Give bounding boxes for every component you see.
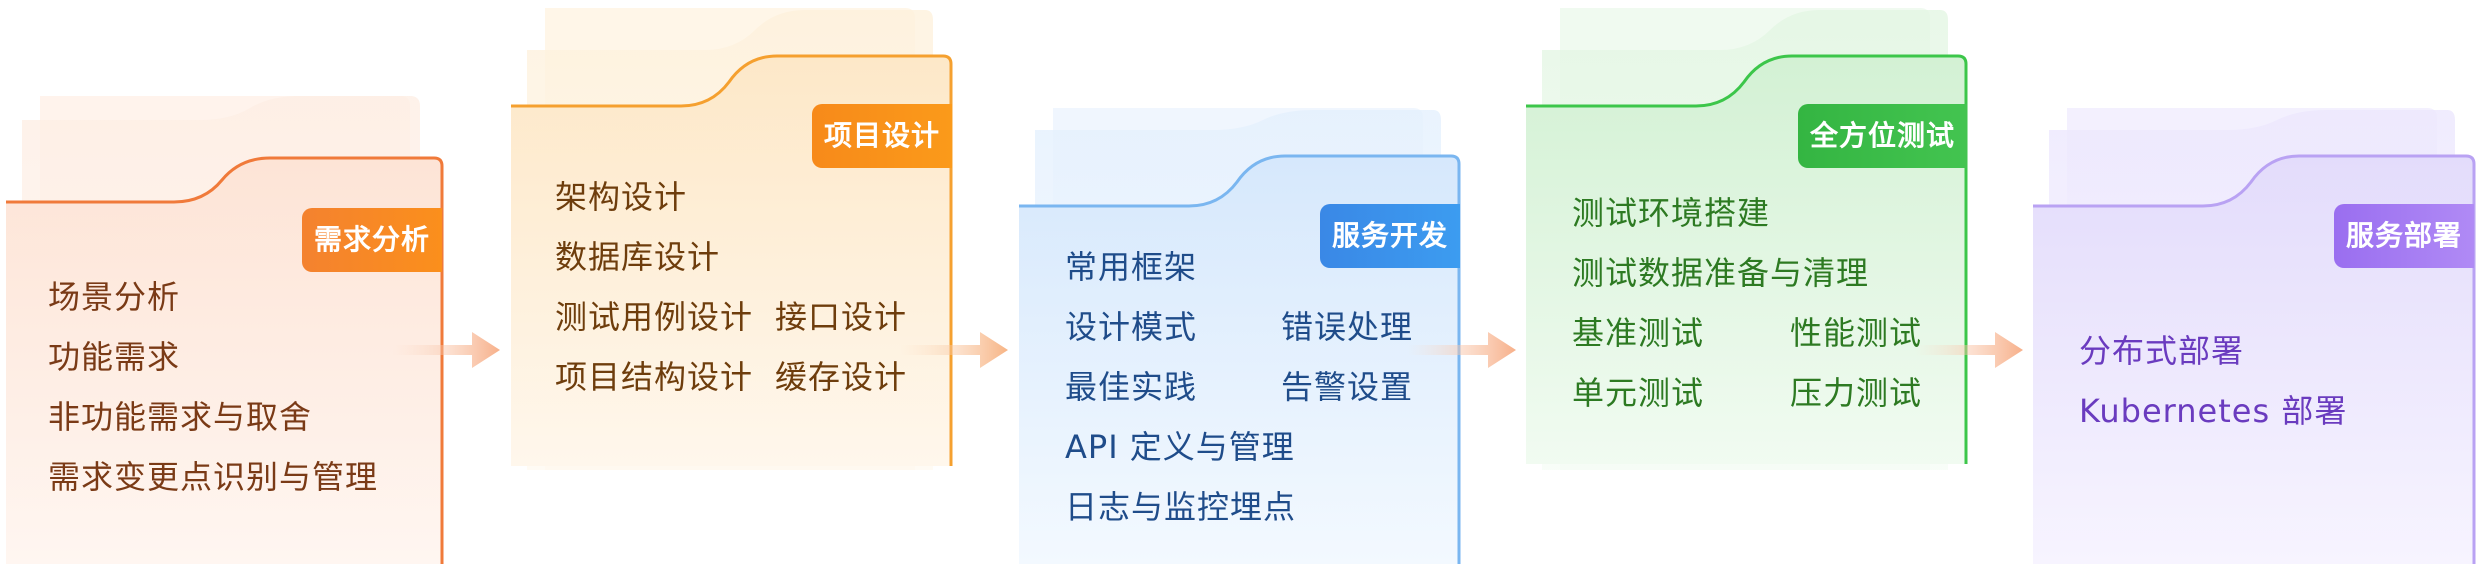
stage-item: 告警设置 bbox=[1281, 368, 1414, 406]
stage-item: 单元测试 bbox=[1572, 374, 1705, 412]
stage-item: 项目结构设计 bbox=[555, 358, 754, 396]
stage-item: 错误处理 bbox=[1281, 308, 1414, 346]
stage-title-testing: 全方位测试 bbox=[1797, 104, 1967, 168]
stage-item: 压力测试 bbox=[1790, 374, 1923, 412]
stage-item: 非功能需求与取舍 bbox=[48, 398, 313, 436]
stage-title-deployment: 服务部署 bbox=[2333, 204, 2474, 268]
stage-item: 测试环境搭建 bbox=[1572, 194, 1771, 232]
stage-item: API 定义与管理 bbox=[1065, 428, 1295, 466]
stage-item: Kubernetes 部署 bbox=[2079, 392, 2348, 430]
stage-item: 测试数据准备与清理 bbox=[1572, 254, 1870, 292]
stage-title-development: 服务开发 bbox=[1319, 204, 1460, 268]
stage-item: 场景分析 bbox=[48, 278, 181, 316]
stage-item: 数据库设计 bbox=[555, 238, 721, 276]
stage-item: 设计模式 bbox=[1065, 308, 1198, 346]
stage-item: 常用框架 bbox=[1065, 248, 1198, 286]
stage-item: 最佳实践 bbox=[1065, 368, 1198, 406]
stage-requirements-folder: 需求分析 场景分析 功能需求 非功能需求与取舍 需求变更点识别与管理 bbox=[0, 90, 445, 564]
stage-testing-folder: 全方位测试 测试环境搭建 测试数据准备与清理 基准测试 性能测试 单元测试 压力… bbox=[1520, 0, 1970, 470]
arrow-right-icon bbox=[392, 332, 500, 368]
stage-item: 分布式部署 bbox=[2079, 332, 2245, 370]
stage-deployment-folder: 服务部署 分布式部署 Kubernetes 部署 bbox=[2027, 100, 2476, 564]
stage-item: 接口设计 bbox=[775, 298, 908, 336]
stage-item: 需求变更点识别与管理 bbox=[48, 458, 379, 496]
arrow-right-icon bbox=[1408, 332, 1516, 368]
stage-item: 测试用例设计 bbox=[555, 298, 754, 336]
arrow-right-icon bbox=[1915, 332, 2023, 368]
stage-item: 功能需求 bbox=[48, 338, 181, 376]
stage-item: 架构设计 bbox=[555, 178, 688, 216]
stage-item: 性能测试 bbox=[1790, 314, 1923, 352]
stage-title-requirements: 需求分析 bbox=[301, 208, 442, 272]
stage-design-folder: 项目设计 架构设计 数据库设计 测试用例设计 接口设计 项目结构设计 缓存设计 bbox=[505, 0, 955, 470]
stage-item: 基准测试 bbox=[1572, 314, 1705, 352]
stage-item: 日志与监控埋点 bbox=[1065, 488, 1297, 526]
stage-development-folder: 服务开发 常用框架 设计模式 错误处理 最佳实践 告警设置 API 定义与管理 … bbox=[1013, 100, 1463, 564]
stage-title-design: 项目设计 bbox=[811, 104, 952, 168]
arrow-right-icon bbox=[900, 332, 1008, 368]
stage-item: 缓存设计 bbox=[775, 358, 908, 396]
